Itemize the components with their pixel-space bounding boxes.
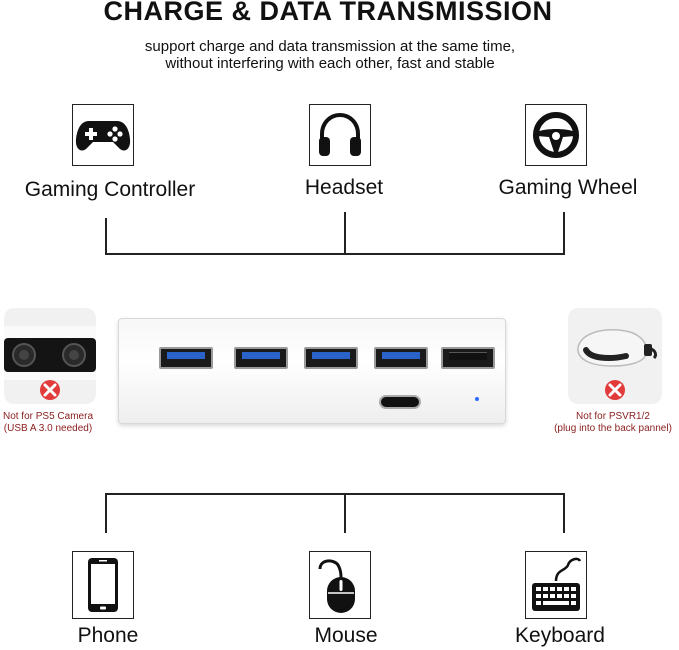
camera-warning: Not for PS5 Camera (USB A 3.0 needed) [2, 411, 94, 434]
page-title: CHARGE & DATA TRANSMISSION [103, 0, 553, 26]
mouse-icon [309, 551, 371, 619]
connector-line [344, 493, 346, 533]
connector-line [105, 493, 107, 533]
ps5-camera-card [4, 308, 96, 404]
usb-a-port [304, 347, 358, 369]
subtitle-line-1: support charge and data transmission at … [144, 38, 516, 55]
usb-a-port [374, 347, 428, 369]
status-led [475, 397, 479, 401]
connector-bus [105, 493, 565, 495]
headphones-icon [309, 104, 371, 166]
usb-a-port [159, 347, 213, 369]
steering-wheel-icon [525, 104, 587, 166]
keyboard-icon [525, 551, 587, 619]
vr-headset-icon [577, 329, 658, 400]
connector-line [563, 493, 565, 533]
label-phone: Phone [77, 624, 139, 647]
gamepad-icon [72, 104, 134, 166]
usb-hub [118, 318, 506, 424]
label-gaming-wheel: Gaming Wheel [498, 176, 638, 199]
connector-bus [105, 253, 565, 255]
connector-line [344, 212, 346, 254]
psvr-warning: Not for PSVR1/2 (plug into the back pann… [554, 411, 672, 434]
page-subtitle: support charge and data transmission at … [0, 38, 660, 72]
psvr-card [568, 308, 662, 404]
ps5-camera-icon [4, 326, 96, 400]
connector-line [105, 218, 107, 254]
label-headset: Headset [304, 176, 384, 199]
usb-c-port [379, 395, 421, 409]
label-keyboard: Keyboard [515, 624, 605, 647]
connector-line [563, 212, 565, 254]
label-gaming-controller: Gaming Controller [24, 178, 196, 201]
label-mouse: Mouse [314, 624, 378, 647]
subtitle-line-2: without interfering with each other, fas… [165, 55, 495, 72]
phone-icon [72, 551, 134, 619]
usb-a-port [441, 347, 495, 369]
usb-a-port [234, 347, 288, 369]
